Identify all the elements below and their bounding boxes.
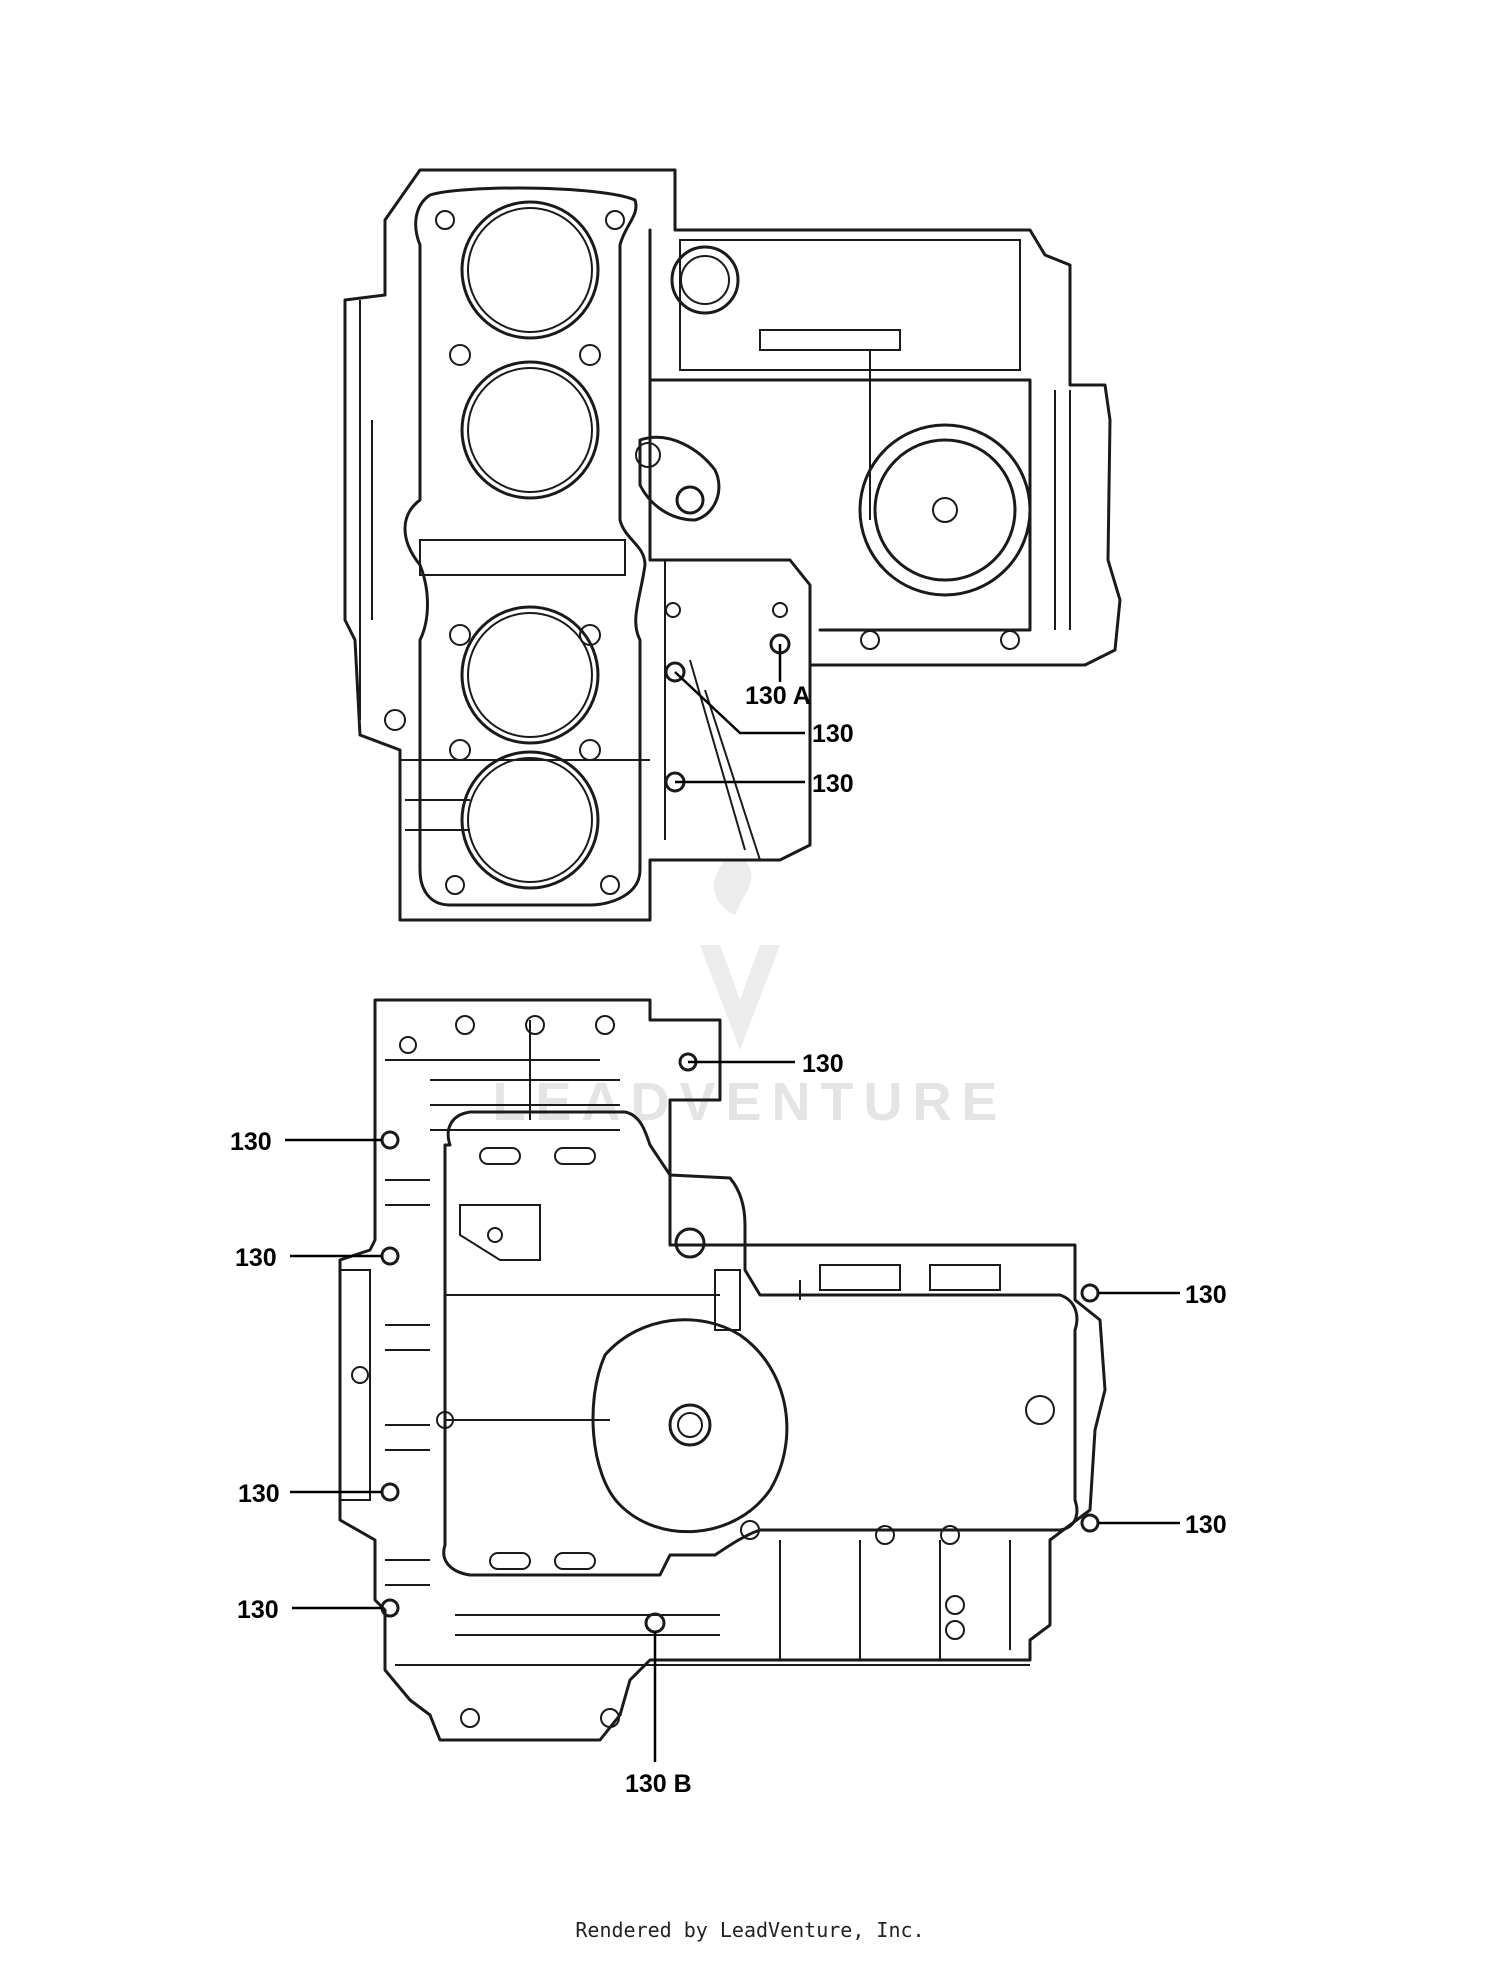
callout-130-b-left-4: 130	[237, 1596, 279, 1624]
bolt-130-b-left-3	[380, 1482, 400, 1502]
callout-130B: 130 B	[625, 1770, 692, 1798]
callout-130-top-1: 130	[812, 720, 854, 748]
watermark: LEADVENTURE	[492, 860, 1007, 1132]
callout-130-top-2: 130	[812, 770, 854, 798]
bolt-130B	[644, 1612, 666, 1634]
bolt-130-top-1	[664, 661, 686, 683]
bolt-130-b-right-mid	[1080, 1283, 1100, 1303]
bolt-130-b-left-2	[380, 1246, 400, 1266]
callout-130-b-left-1: 130	[230, 1128, 272, 1156]
footer-credit: Rendered by LeadVenture, Inc.	[575, 1918, 925, 1942]
callout-130A: 130 A	[745, 682, 811, 710]
watermark-logo-icon	[700, 945, 780, 1050]
watermark-text: LEADVENTURE	[492, 1072, 1007, 1132]
callout-130-b-right-mid: 130	[1185, 1281, 1227, 1309]
upper-callouts: 130 A 130 130	[674, 644, 854, 798]
bolt-130-b-left-1	[380, 1130, 400, 1150]
upper-crankcase	[343, 168, 1122, 922]
callout-130-b-left-2: 130	[235, 1244, 277, 1272]
callout-130-b-left-3: 130	[238, 1480, 280, 1508]
callout-130-b-right-top: 130	[802, 1050, 844, 1078]
lower-callouts: 130 130 130 130 130 130 130 130 B	[230, 1050, 1227, 1798]
callout-130-b-right-low: 130	[1185, 1511, 1227, 1539]
lower-crankcase	[338, 998, 1107, 1742]
bolt-130-b-right-low	[1080, 1513, 1100, 1533]
